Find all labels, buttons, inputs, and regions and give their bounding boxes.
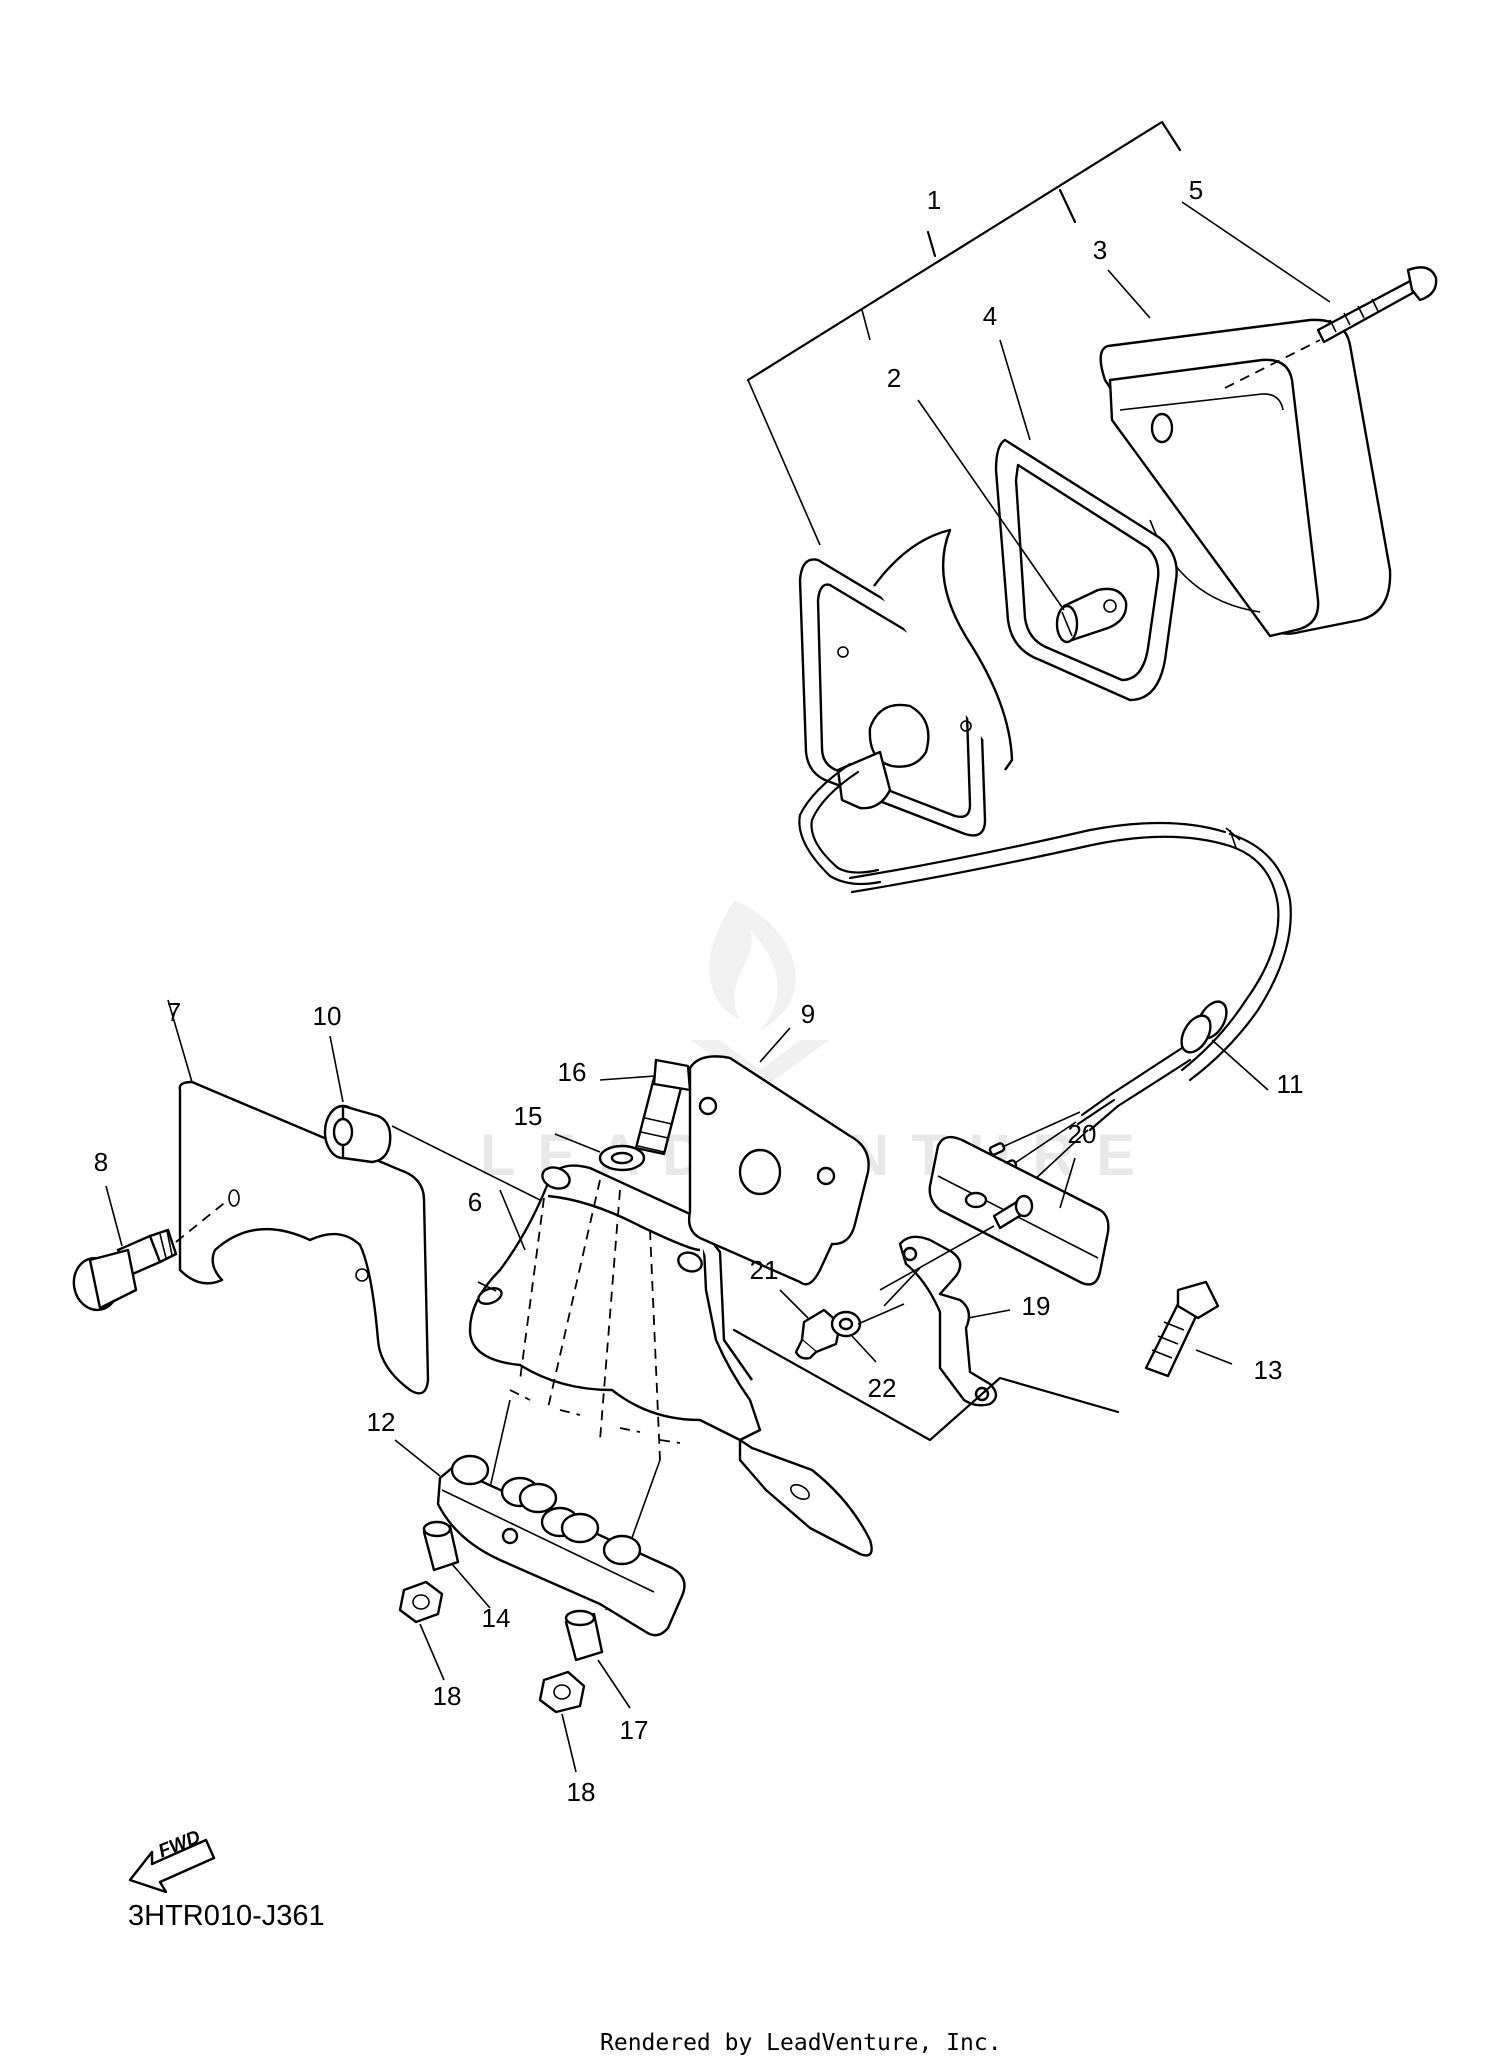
leader-nut18a: [419, 1623, 445, 1681]
callout-10: 10: [312, 1001, 342, 1031]
bolt-8-part: [72, 1228, 178, 1312]
leader-nut21: [779, 1289, 809, 1319]
group-bracket-1b: [1058, 188, 1077, 224]
lamp-base-part: [798, 528, 1014, 837]
leader-collar14: [451, 1563, 491, 1609]
callout-13: 13: [1253, 1355, 1283, 1385]
leader-bolt16: [599, 1075, 656, 1081]
callout-18b: 18: [566, 1777, 596, 1807]
leader-bolt13: [1195, 1349, 1233, 1365]
leader-screw: [1181, 201, 1331, 303]
leader-grommet: [1211, 1039, 1269, 1091]
guide-2: [547, 1179, 601, 1409]
link-bracket: [732, 1328, 1120, 1442]
callout-1: 1: [926, 185, 942, 215]
grommet-part: [988, 1000, 1228, 1191]
leader-bulb: [917, 399, 1065, 611]
callout-16: 16: [557, 1057, 587, 1087]
leader-plate12: [394, 1439, 441, 1477]
damper-plate-12-part: [436, 1454, 686, 1637]
leader-bolt: [105, 1185, 123, 1247]
leader-nut18b: [561, 1713, 577, 1773]
group-bracket-1: [926, 230, 937, 258]
leader-collar17: [597, 1659, 631, 1709]
callout-2: 2: [886, 363, 902, 393]
fwd-arrow-icon: [128, 1838, 216, 1894]
callout-17: 17: [619, 1715, 649, 1745]
link-bracket-b: [999, 1377, 1119, 1413]
callout-12: 12: [366, 1407, 396, 1437]
callout-19: 19: [1021, 1291, 1051, 1321]
collar-17-part: [564, 1609, 604, 1662]
callout-18a: 18: [432, 1681, 462, 1711]
guide-4: [649, 1229, 661, 1461]
group-bracket-5: [746, 120, 1182, 382]
washer-guide: [857, 1303, 905, 1325]
leader-bracket-plate: [167, 999, 193, 1083]
callout-20: 20: [1067, 1119, 1097, 1149]
main-mount-part: [468, 1164, 873, 1557]
callout-5: 5: [1188, 175, 1204, 205]
bolt-13-part: [1144, 1280, 1220, 1378]
bolt-16-part: [634, 1058, 692, 1156]
collar-10-part: [323, 1104, 392, 1164]
callout-14: 14: [481, 1603, 511, 1633]
render-footer: Rendered by LeadVenture, Inc.: [600, 2030, 1002, 2056]
wire-harness: [798, 762, 1292, 1082]
leader-gasket: [999, 339, 1031, 441]
nut-21-part: [794, 1308, 842, 1360]
nut-18b-part: [538, 1670, 586, 1714]
collar-14-part: [422, 1520, 460, 1572]
license-bracket-part: [178, 1080, 430, 1395]
leader-washer15: [554, 1133, 601, 1153]
stay-19-part: [898, 1235, 998, 1407]
screw-alignment-line: [1224, 339, 1321, 389]
callout-8: 8: [93, 1147, 109, 1177]
callout-9: 9: [800, 999, 816, 1029]
lens-cover-part: [1099, 318, 1392, 638]
guide-1: [519, 1197, 545, 1381]
nut-18a-part: [398, 1580, 444, 1624]
callout-22: 22: [867, 1373, 897, 1403]
guide-3: [599, 1189, 621, 1441]
collar-line: [391, 1125, 541, 1201]
callout-7: 7: [166, 997, 182, 1027]
bolt-alignment: [175, 1199, 229, 1243]
long-screw-part: [1316, 266, 1438, 344]
reflector-guide-2: [883, 1267, 921, 1307]
leader-collar: [329, 1035, 344, 1103]
leader-lens: [1107, 269, 1151, 319]
callout-6: 6: [467, 1187, 483, 1217]
small-bolt-part: [992, 1194, 1034, 1230]
callout-11: 11: [1276, 1069, 1304, 1099]
bulb-part: [1055, 587, 1128, 644]
callout-15: 15: [513, 1101, 543, 1131]
reflector-guide-1: [879, 1225, 995, 1291]
watermark-logo: [690, 900, 830, 1090]
leader-lens-group: [747, 379, 821, 546]
leader-washer22: [851, 1335, 877, 1363]
plate-9-part: [687, 1055, 870, 1286]
leader-stay: [967, 1309, 1011, 1319]
leader-mount: [499, 1189, 526, 1251]
leader-plate9: [759, 1027, 791, 1063]
callout-4: 4: [982, 301, 998, 331]
gasket-part: [994, 438, 1178, 702]
washer-22-part: [830, 1310, 862, 1338]
washer-15-part: [598, 1144, 646, 1172]
callout-3: 3: [1092, 235, 1108, 265]
leader-bracket-a: [861, 309, 871, 341]
leader-reflector: [1059, 1157, 1076, 1209]
callout-21: 21: [749, 1255, 779, 1285]
diagram-code: 3HTR010-J361: [128, 1900, 325, 1932]
